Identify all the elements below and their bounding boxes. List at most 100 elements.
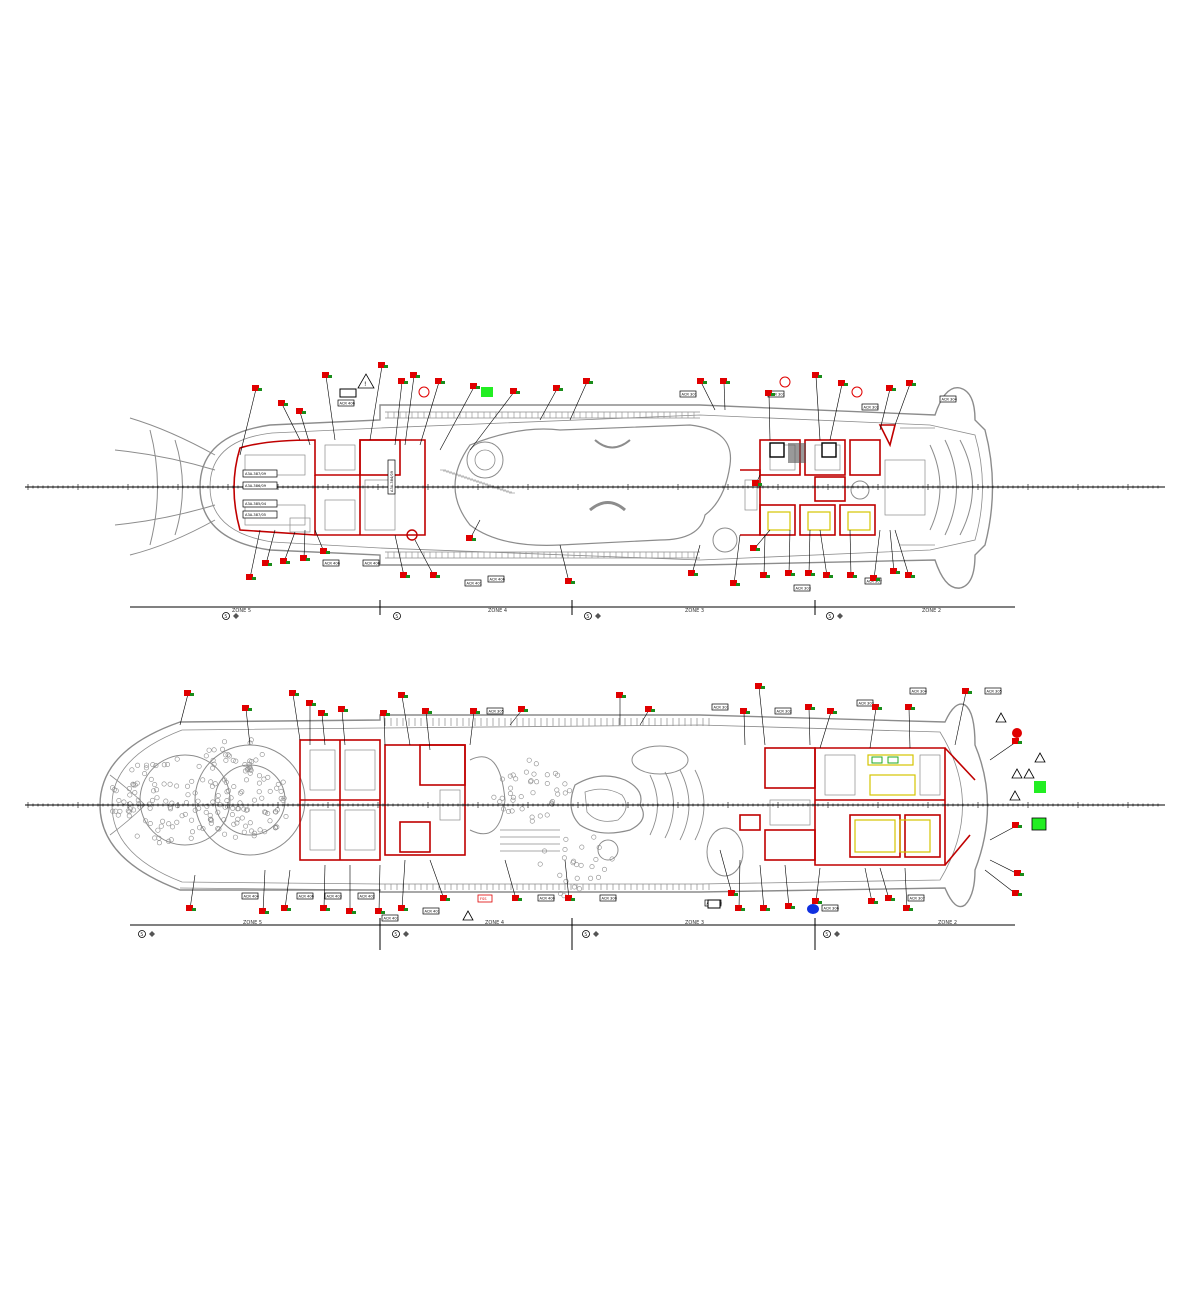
equipment-symbol [300, 555, 307, 561]
seat [563, 836, 569, 842]
seat [257, 827, 263, 833]
equipment-symbol-indicator [571, 898, 575, 901]
leader-line [738, 859, 741, 910]
upper-zone-2-label: ZONE 2 [922, 608, 941, 614]
equipment-symbol-indicator [844, 383, 848, 386]
seat [230, 805, 236, 811]
upper-sunbed-rows [385, 411, 935, 559]
leader-line [401, 859, 406, 910]
seat [208, 817, 214, 823]
leader-line [904, 867, 908, 910]
leader-line [759, 864, 765, 910]
leader-line [815, 867, 821, 903]
equipment-symbol [470, 708, 477, 714]
equipment-symbol [750, 545, 757, 551]
equipment-symbol [720, 378, 727, 384]
seat [234, 820, 240, 826]
leader-line [819, 711, 832, 749]
leader-line [429, 859, 445, 900]
equipment-symbol-indicator [968, 691, 972, 694]
equipment-symbol-indicator [404, 381, 408, 384]
leader-line [299, 411, 311, 446]
equipment-symbol [512, 895, 519, 901]
equipment-symbol [688, 570, 695, 576]
seat [179, 813, 185, 819]
seat [531, 771, 537, 777]
equipment-symbol-indicator [326, 551, 330, 554]
equipment-symbol-indicator [876, 578, 880, 581]
leader-line [504, 859, 517, 900]
equipment-symbol-indicator [874, 901, 878, 904]
seat [161, 781, 167, 787]
upper-zone-3-label: ZONE 3 [685, 608, 704, 614]
leader-line [394, 534, 405, 577]
equipment-symbol [760, 905, 767, 911]
equipment-symbol-indicator [192, 908, 196, 911]
acr-tag: ACR 300 [602, 897, 618, 901]
leader-line [414, 539, 435, 577]
seat [507, 773, 513, 779]
equipment-symbol-indicator [518, 898, 522, 901]
equipment-symbol-indicator [896, 571, 900, 574]
seat [167, 781, 173, 787]
seat [251, 833, 257, 839]
seat [245, 766, 251, 772]
leader-line [700, 381, 716, 411]
seat [200, 826, 206, 832]
equipment-symbol-indicator [911, 707, 915, 710]
seat [534, 779, 540, 785]
equipment-symbol [885, 895, 892, 901]
equipment-symbol [805, 570, 812, 576]
seat [259, 795, 265, 801]
leader-line [283, 531, 296, 563]
leader-line [303, 529, 306, 560]
seat [150, 797, 156, 803]
seat [278, 788, 284, 794]
seat [537, 813, 543, 819]
equipment-symbol-indicator [258, 388, 262, 391]
seat [110, 808, 116, 814]
lower-frame-ticks [27, 802, 1159, 808]
equipment-symbol-indicator [524, 709, 528, 712]
acr-tag: ACR 406 [325, 562, 341, 566]
seat [126, 813, 132, 819]
fire-zone-tag: A3A-385/04 [245, 502, 267, 506]
lower-yellow-boundaries [854, 754, 931, 853]
seat [265, 810, 271, 816]
equipment-symbol-indicator [441, 381, 445, 384]
seat [152, 782, 158, 788]
equipment-symbol [435, 378, 442, 384]
seat [126, 786, 132, 792]
seat [574, 862, 580, 868]
seat [136, 801, 142, 807]
equipment-symbol [805, 704, 812, 710]
seat [208, 816, 214, 822]
lower-zone-4-label: ZONE 4 [485, 920, 504, 926]
seat [111, 787, 117, 793]
leader-line [469, 711, 475, 746]
equipment-symbol [903, 905, 910, 911]
upper-fire-zone-tags: A3A-387/09 A3A-386/09 A3A-385/04 A3A-387… [242, 459, 396, 519]
upper-deck-plan: ZONE 5 ZONE 4 ZONE 3 ZONE 2 5 5 5 5 [25, 362, 1165, 620]
acr-tag: ACR 403 [327, 895, 342, 899]
equipment-symbol-indicator [268, 563, 272, 566]
seat [243, 823, 249, 829]
leader-line [894, 383, 911, 426]
lower-green-highlight-2 [1031, 817, 1047, 831]
upper-hull-inner [209, 414, 983, 561]
seat [235, 806, 241, 812]
equipment-symbol-indicator [746, 711, 750, 714]
seat [243, 807, 249, 813]
seat [256, 789, 262, 795]
seat [557, 872, 563, 878]
acr-tag: ACR 402 [360, 895, 375, 899]
equipment-symbol [338, 706, 345, 712]
leader-line [719, 849, 733, 895]
equipment-symbol-indicator [446, 898, 450, 901]
seat [174, 783, 180, 789]
equipment-symbol-indicator [771, 393, 775, 396]
seat [185, 792, 191, 798]
seat [247, 758, 253, 764]
lower-warning-triangles [462, 712, 1046, 921]
upper-pool-deck [454, 424, 732, 546]
